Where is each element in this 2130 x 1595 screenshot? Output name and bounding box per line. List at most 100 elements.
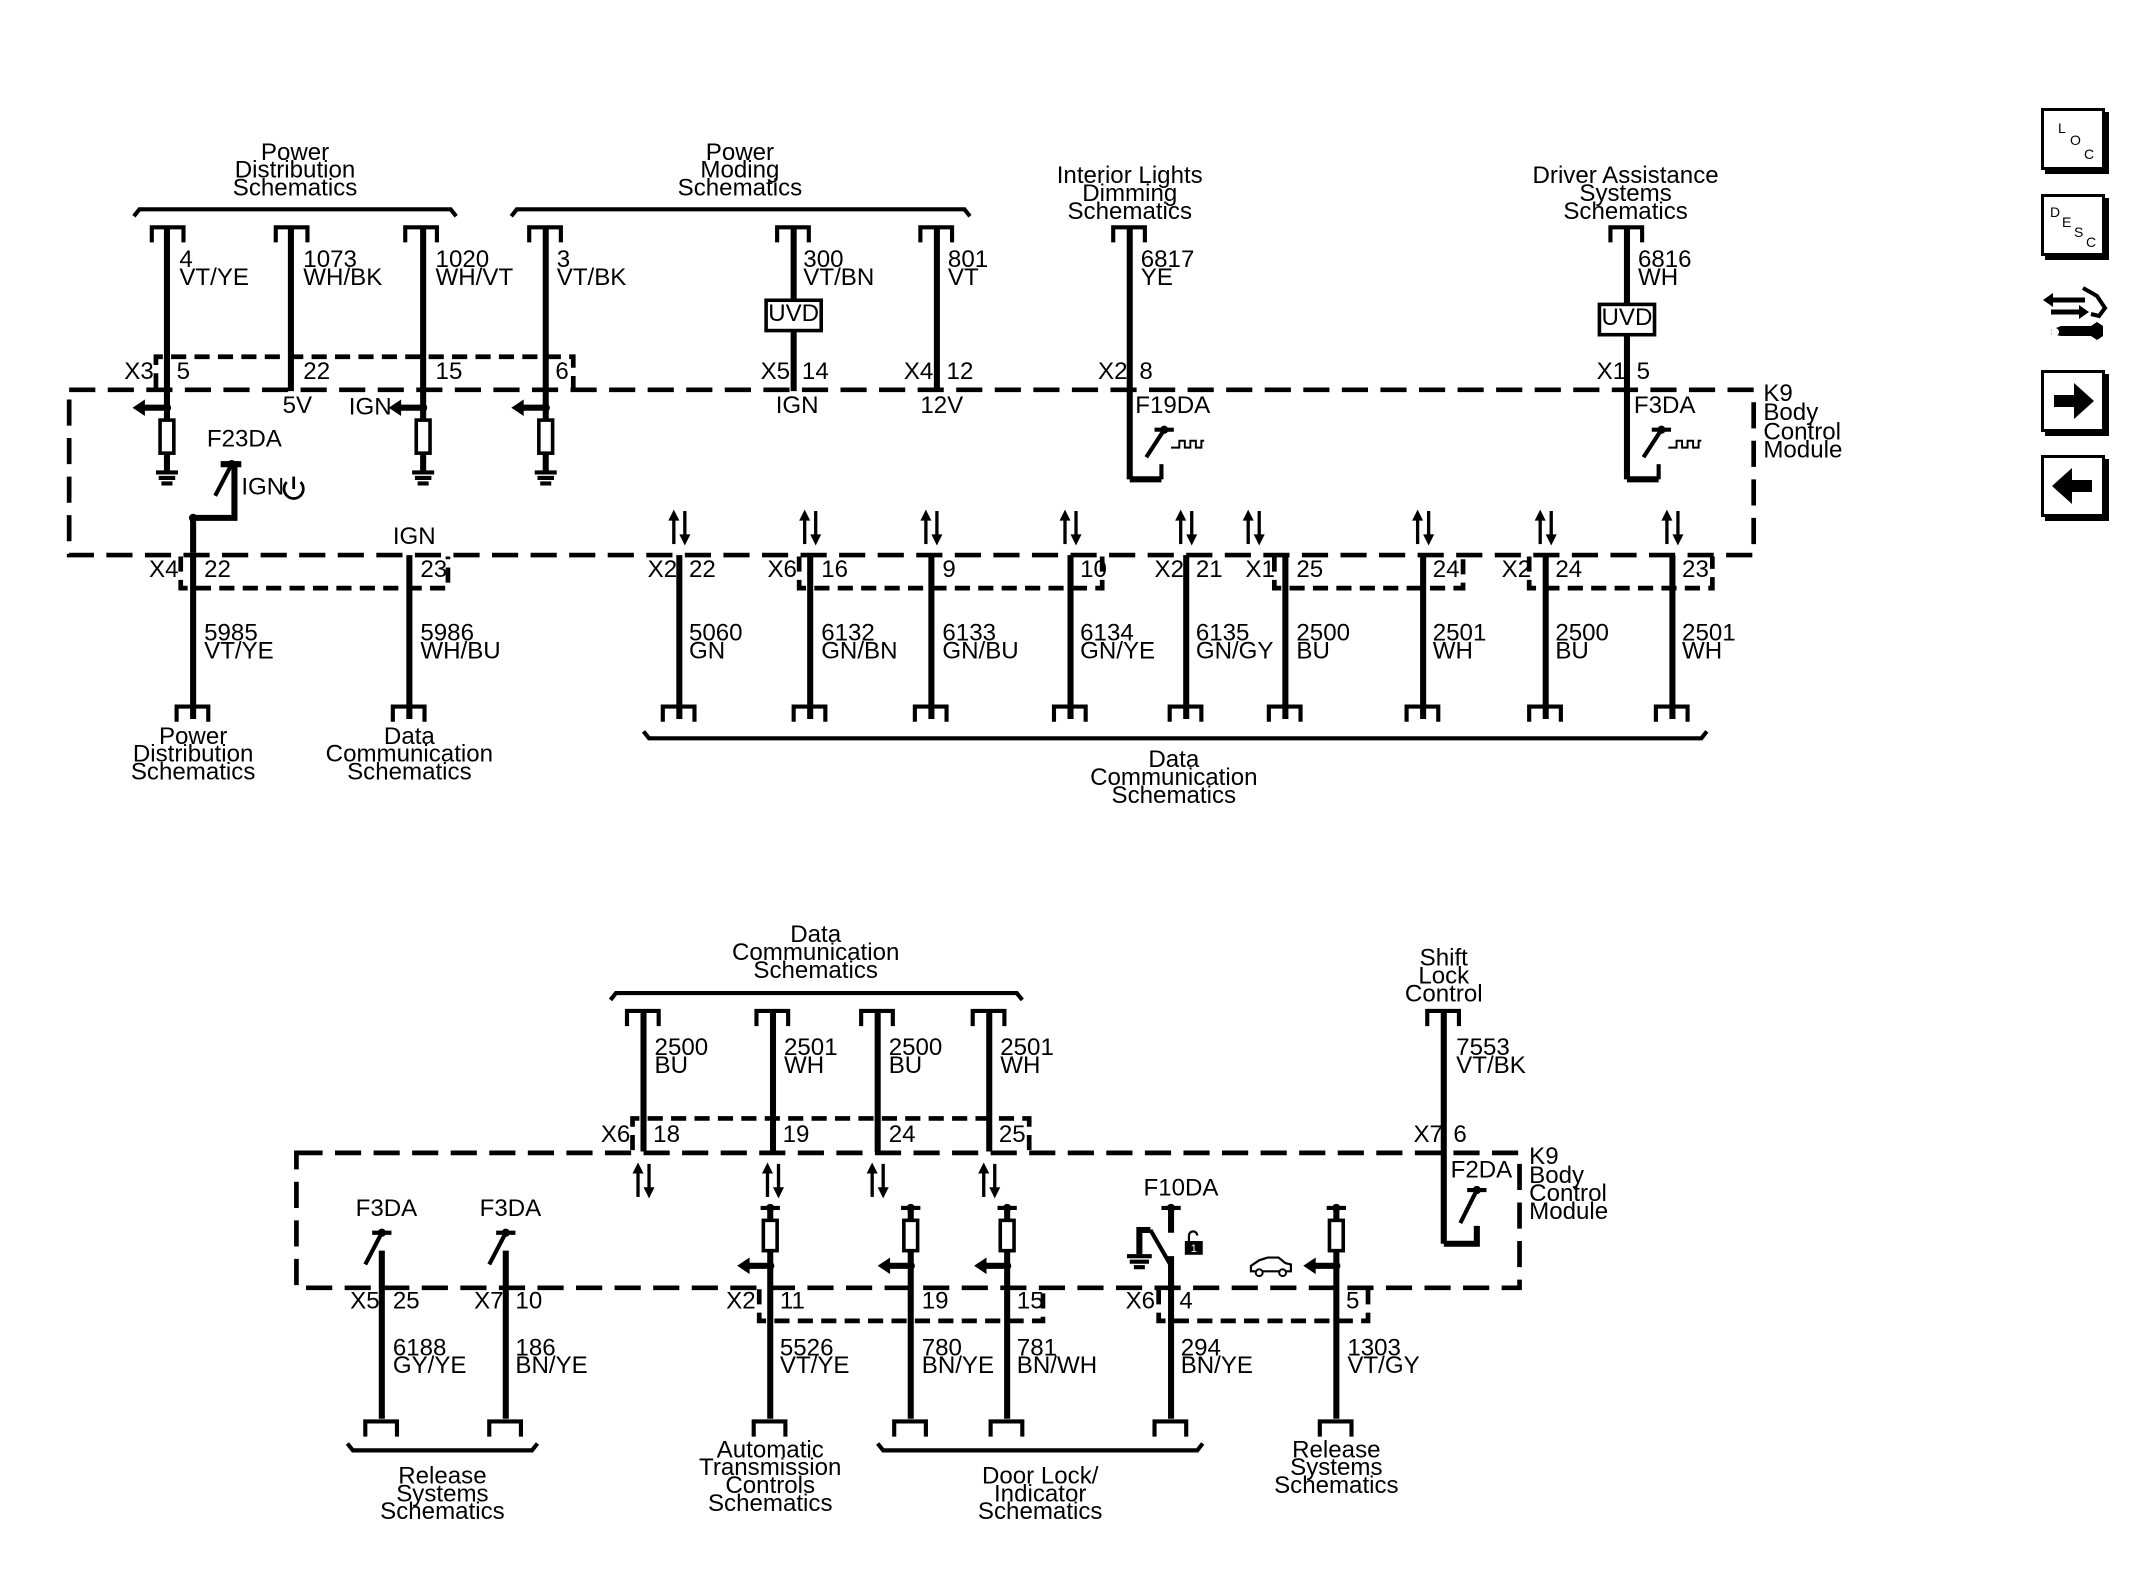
svg-text:4: 4 [179, 246, 192, 273]
svg-text:Automatic: Automatic [717, 1436, 824, 1463]
loc-button[interactable]: L O C [2041, 108, 2105, 170]
svg-text:Schematics: Schematics [678, 175, 803, 202]
svg-text:X6: X6 [767, 556, 796, 583]
svg-text:X2: X2 [1098, 358, 1127, 385]
svg-text:Data: Data [384, 723, 435, 750]
svg-text:25: 25 [393, 1288, 420, 1315]
svg-text:7553: 7553 [1456, 1034, 1510, 1061]
svg-text:WH: WH [784, 1052, 824, 1079]
svg-text:Data: Data [790, 921, 841, 948]
svg-text:Schematics: Schematics [131, 759, 256, 786]
f19da-dimmer-output: F19DA [1129, 392, 1211, 483]
dest-data-communication-group[interactable]: Data Communication Schematics [641, 730, 1709, 809]
svg-text:12: 12 [947, 358, 974, 385]
svg-text:6816: 6816 [1638, 246, 1692, 273]
svg-text:22: 22 [204, 556, 231, 583]
dest-driver-assistance[interactable]: Driver Assistance Systems Schematics [1533, 162, 1719, 225]
svg-text:1073: 1073 [303, 246, 357, 273]
svg-text:BU: BU [1296, 637, 1329, 664]
svg-text:VT: VT [948, 264, 979, 291]
svg-text:9: 9 [942, 556, 955, 583]
previous-page-button[interactable] [2041, 455, 2105, 517]
module-label-bottom: K9 Body Control Module [1529, 1143, 1608, 1225]
connector-service-button[interactable] [2041, 278, 2109, 348]
dest-door-lock-indicator[interactable]: Door Lock/ Indicator Schematics [876, 1442, 1205, 1525]
svg-text:5: 5 [1637, 358, 1650, 385]
svg-text:Schematics: Schematics [1274, 1472, 1399, 1499]
svg-text:F23DA: F23DA [207, 425, 283, 452]
svg-text:2500: 2500 [889, 1034, 943, 1061]
svg-text:C: C [2084, 146, 2094, 162]
svg-text:10: 10 [515, 1288, 542, 1315]
vehicle-trunk-icon [1249, 1256, 1292, 1278]
dest-automatic-transmission[interactable]: Automatic Transmission Controls Schemati… [699, 1436, 841, 1517]
svg-text:3: 3 [557, 246, 570, 273]
svg-text:F3DA: F3DA [1634, 392, 1697, 419]
svg-text:Interior Lights: Interior Lights [1057, 162, 1203, 189]
next-page-button[interactable] [2041, 370, 2105, 432]
bottom-upper-wires [640, 1010, 1447, 1244]
dest-release-systems-right[interactable]: Release Systems Schematics [1274, 1436, 1399, 1499]
svg-text:14: 14 [802, 358, 829, 385]
lock-icon: 1 [1184, 1230, 1203, 1255]
dest-power-distribution-bottom[interactable]: Power Distribution Schematics [131, 723, 256, 786]
dest-power-moding[interactable]: Power Moding Schematics [509, 139, 972, 218]
k9-body-control-module-outline [66, 387, 1757, 558]
svg-text:UVD: UVD [768, 300, 819, 327]
svg-text:WH: WH [1433, 637, 1473, 664]
svg-text:2501: 2501 [1682, 619, 1736, 646]
svg-text:11: 11 [780, 1288, 805, 1315]
svg-text:294: 294 [1181, 1334, 1221, 1361]
svg-text:Schematics: Schematics [708, 1490, 833, 1517]
svg-text:Lock: Lock [1418, 962, 1470, 989]
svg-text:UVD: UVD [1602, 304, 1653, 331]
input-circuit-4 [132, 399, 178, 486]
svg-text:VT/BK: VT/BK [1456, 1052, 1526, 1079]
input-circuit-5526 [737, 1203, 780, 1419]
dest-data-communication-left[interactable]: Data Communication Schematics [326, 723, 493, 786]
svg-text:6132: 6132 [821, 619, 875, 646]
svg-text:Moding: Moding [700, 157, 779, 184]
svg-text:VT/YE: VT/YE [780, 1352, 850, 1379]
svg-text:5526: 5526 [780, 1334, 834, 1361]
svg-text:2501: 2501 [1000, 1034, 1054, 1061]
svg-text:Module: Module [1763, 436, 1842, 463]
svg-text:Release: Release [398, 1462, 486, 1489]
loc-button-icon: L O C [2058, 120, 2094, 162]
svg-text:F19DA: F19DA [1135, 392, 1211, 419]
svg-text:GN/GY: GN/GY [1196, 637, 1274, 664]
svg-text:25: 25 [1296, 556, 1323, 583]
svg-text:WH: WH [1638, 264, 1678, 291]
label-5v: 5V [283, 392, 312, 419]
svg-text:5985: 5985 [204, 619, 258, 646]
dest-release-systems-left[interactable]: Release Systems Schematics [345, 1442, 540, 1525]
dest-shift-lock-control[interactable]: Shift Lock Control [1405, 945, 1483, 1008]
svg-text:X7: X7 [474, 1288, 503, 1315]
desc-button[interactable]: D E S C [2041, 194, 2105, 256]
svg-text:Dimming: Dimming [1082, 180, 1177, 207]
svg-text:Transmission: Transmission [699, 1454, 841, 1481]
svg-text:5: 5 [1346, 1288, 1359, 1315]
svg-text:24: 24 [1555, 556, 1582, 583]
uvd-box-300: UVD [764, 298, 823, 333]
input-circuit-1303 [1303, 1203, 1346, 1419]
svg-text:15: 15 [1017, 1288, 1044, 1315]
svg-text:Distribution: Distribution [235, 157, 356, 184]
x2-connector-outline [1526, 556, 1715, 591]
dest-interior-lights-dimming[interactable]: Interior Lights Dimming Schematics [1057, 162, 1203, 225]
svg-text:Power: Power [159, 723, 227, 750]
svg-text:WH: WH [1682, 637, 1722, 664]
svg-text:F3DA: F3DA [356, 1195, 419, 1222]
svg-text:19: 19 [922, 1288, 949, 1315]
dest-power-distribution-top[interactable]: Power Distribution Schematics [132, 139, 458, 218]
dest-data-communication-bottom-top[interactable]: Data Communication Schematics [608, 921, 1024, 1002]
svg-text:O: O [2070, 132, 2081, 148]
svg-text:VT/BK: VT/BK [557, 264, 627, 291]
svg-text:2500: 2500 [1296, 619, 1350, 646]
